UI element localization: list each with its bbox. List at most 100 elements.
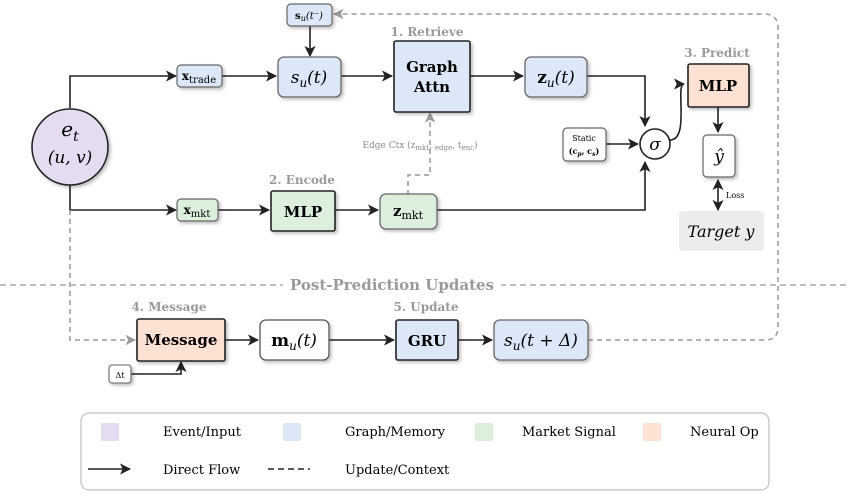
- svg-text:(cp, cs): (cp, cs): [569, 146, 600, 158]
- edge-context-label: Edge Ctx (zmkt, edge, tenc): [362, 140, 477, 152]
- svg-text:su(t⁻): su(t⁻): [295, 11, 323, 23]
- target-node: Target y: [679, 211, 764, 251]
- m-u-args: (t): [297, 331, 317, 351]
- static-close: ): [595, 146, 599, 156]
- stage-encode-label: 2. Encode: [269, 173, 335, 187]
- edge-ctx-prefix: Edge Ctx (z: [362, 140, 415, 151]
- message-label: Message: [145, 331, 218, 349]
- legend-label-event: Event/Input: [163, 425, 242, 440]
- edge-deltat-to-message: [131, 360, 187, 375]
- z-mkt-symbol: z: [393, 202, 402, 220]
- message-node: Message: [136, 318, 226, 362]
- event-node: et (u, v): [31, 108, 109, 186]
- legend-swatch-event: [101, 423, 119, 441]
- memory-state-symbol: s: [291, 68, 300, 88]
- x-trade-subscript: trade: [189, 75, 216, 86]
- static-node: Static (cp, cs): [562, 127, 607, 162]
- z-u-symbol: z: [537, 68, 547, 88]
- memory-prev-symbol: s: [295, 11, 301, 22]
- edge-ctx-sub-edge: edge: [435, 144, 452, 152]
- legend-swatch-neural: [643, 423, 661, 441]
- svg-text:xtrade: xtrade: [182, 69, 216, 86]
- legend-label-neural: Neural Op: [690, 425, 759, 440]
- m-u-symbol: m: [271, 331, 289, 351]
- edge-ctx-sub-enc: enc: [461, 144, 474, 152]
- memory-next-args: (t + Δ): [521, 331, 578, 351]
- legend-swatch-market: [475, 423, 493, 441]
- stage-message-label: 4. Message: [132, 300, 207, 314]
- memory-next-subscript: u: [513, 339, 521, 353]
- legend-label-graph: Graph/Memory: [345, 425, 446, 440]
- legend: Event/Input Graph/Memory Market Signal N…: [80, 412, 770, 491]
- stage-update-label: 5. Update: [394, 300, 459, 314]
- edge-sigma-to-mlp: [669, 78, 686, 141]
- mlp-encode-label: MLP: [284, 203, 322, 221]
- loss-label: Loss: [726, 191, 744, 200]
- edge-zu-to-sigma: [587, 75, 651, 128]
- stage-predict-label: 3. Predict: [684, 46, 750, 60]
- edge-event-to-xtrade: [69, 70, 178, 108]
- x-trade-symbol: x: [182, 69, 190, 83]
- static-comma: , c: [582, 146, 593, 156]
- edge-event-to-xmkt: [69, 185, 178, 216]
- target-label: Target y: [688, 222, 756, 241]
- svg-text:su(t): su(t): [291, 68, 328, 90]
- graph-attn-label-2: Attn: [413, 78, 450, 96]
- x-mkt-subscript: mkt: [191, 209, 211, 220]
- dashed-connectors: [69, 8, 779, 346]
- static-s: s: [592, 151, 596, 158]
- m-u-subscript: u: [289, 339, 297, 353]
- delta-t-node: Δt: [108, 364, 132, 384]
- graph-attn-label-1: Graph: [406, 58, 458, 76]
- memory-next-node: su(t + Δ): [493, 319, 589, 361]
- svg-text:mu(t): mu(t): [271, 331, 317, 353]
- z-u-args: (t): [555, 68, 575, 88]
- memory-state-args: (t): [307, 68, 327, 88]
- memory-prev-subscript: u: [301, 14, 306, 23]
- mlp-encode-node: MLP: [270, 190, 336, 232]
- z-u-node: zu(t): [524, 56, 588, 98]
- legend-swatch-graph: [283, 423, 301, 441]
- gru-node: GRU: [395, 319, 459, 361]
- memory-next-symbol: s: [504, 331, 513, 351]
- svg-text:su(t + Δ): su(t + Δ): [504, 331, 578, 353]
- solid-connectors: [69, 26, 724, 375]
- post-prediction-divider: Post-Prediction Updates: [0, 273, 849, 297]
- m-u-node: mu(t): [259, 319, 330, 361]
- edge-zmkt-to-attn-context: [407, 111, 436, 195]
- mlp-predict-label: MLP: [699, 77, 737, 95]
- memory-state-node: su(t): [277, 56, 342, 98]
- z-mkt-subscript: mkt: [402, 209, 424, 222]
- memory-prev-node: su(t⁻): [286, 3, 333, 27]
- x-trade-node: xtrade: [176, 64, 223, 88]
- legend-label-market: Market Signal: [522, 425, 616, 440]
- stage-retrieve-label: 1. Retrieve: [391, 25, 464, 39]
- delta-t-label: Δt: [116, 371, 126, 380]
- graph-attn-node: Graph Attn: [393, 40, 471, 113]
- svg-text:zu(t): zu(t): [537, 68, 575, 90]
- static-p: p: [577, 151, 582, 158]
- edge-memory-update-loop: [332, 8, 779, 341]
- edge-event-to-message: [69, 210, 137, 346]
- x-mkt-symbol: x: [184, 203, 192, 217]
- memory-state-subscript: u: [299, 76, 307, 90]
- svg-text:et: et: [61, 117, 79, 145]
- z-mkt-node: zmkt: [379, 193, 438, 230]
- divider-label: Post-Prediction Updates: [290, 276, 494, 294]
- event-subscript: t: [73, 129, 79, 145]
- edge-ctx-sep2: , t: [452, 141, 462, 151]
- y-hat-node: ŷ: [702, 134, 736, 178]
- sigma-symbol: σ: [649, 135, 661, 155]
- legend-label-direct-flow: Direct Flow: [163, 463, 240, 478]
- sigma-node: σ: [639, 128, 671, 160]
- gru-label: GRU: [408, 332, 446, 350]
- svg-text:zmkt: zmkt: [393, 202, 424, 222]
- static-open: (c: [569, 146, 578, 156]
- edge-ctx-sep1: ,: [429, 141, 435, 151]
- edge-ctx-suffix: ): [474, 140, 478, 151]
- edge-zmkt-to-sigma: [437, 160, 651, 211]
- x-mkt-node: xmkt: [176, 198, 219, 222]
- edge-ctx-sub-mkt: mkt: [415, 144, 429, 152]
- mlp-predict-node: MLP: [687, 63, 750, 108]
